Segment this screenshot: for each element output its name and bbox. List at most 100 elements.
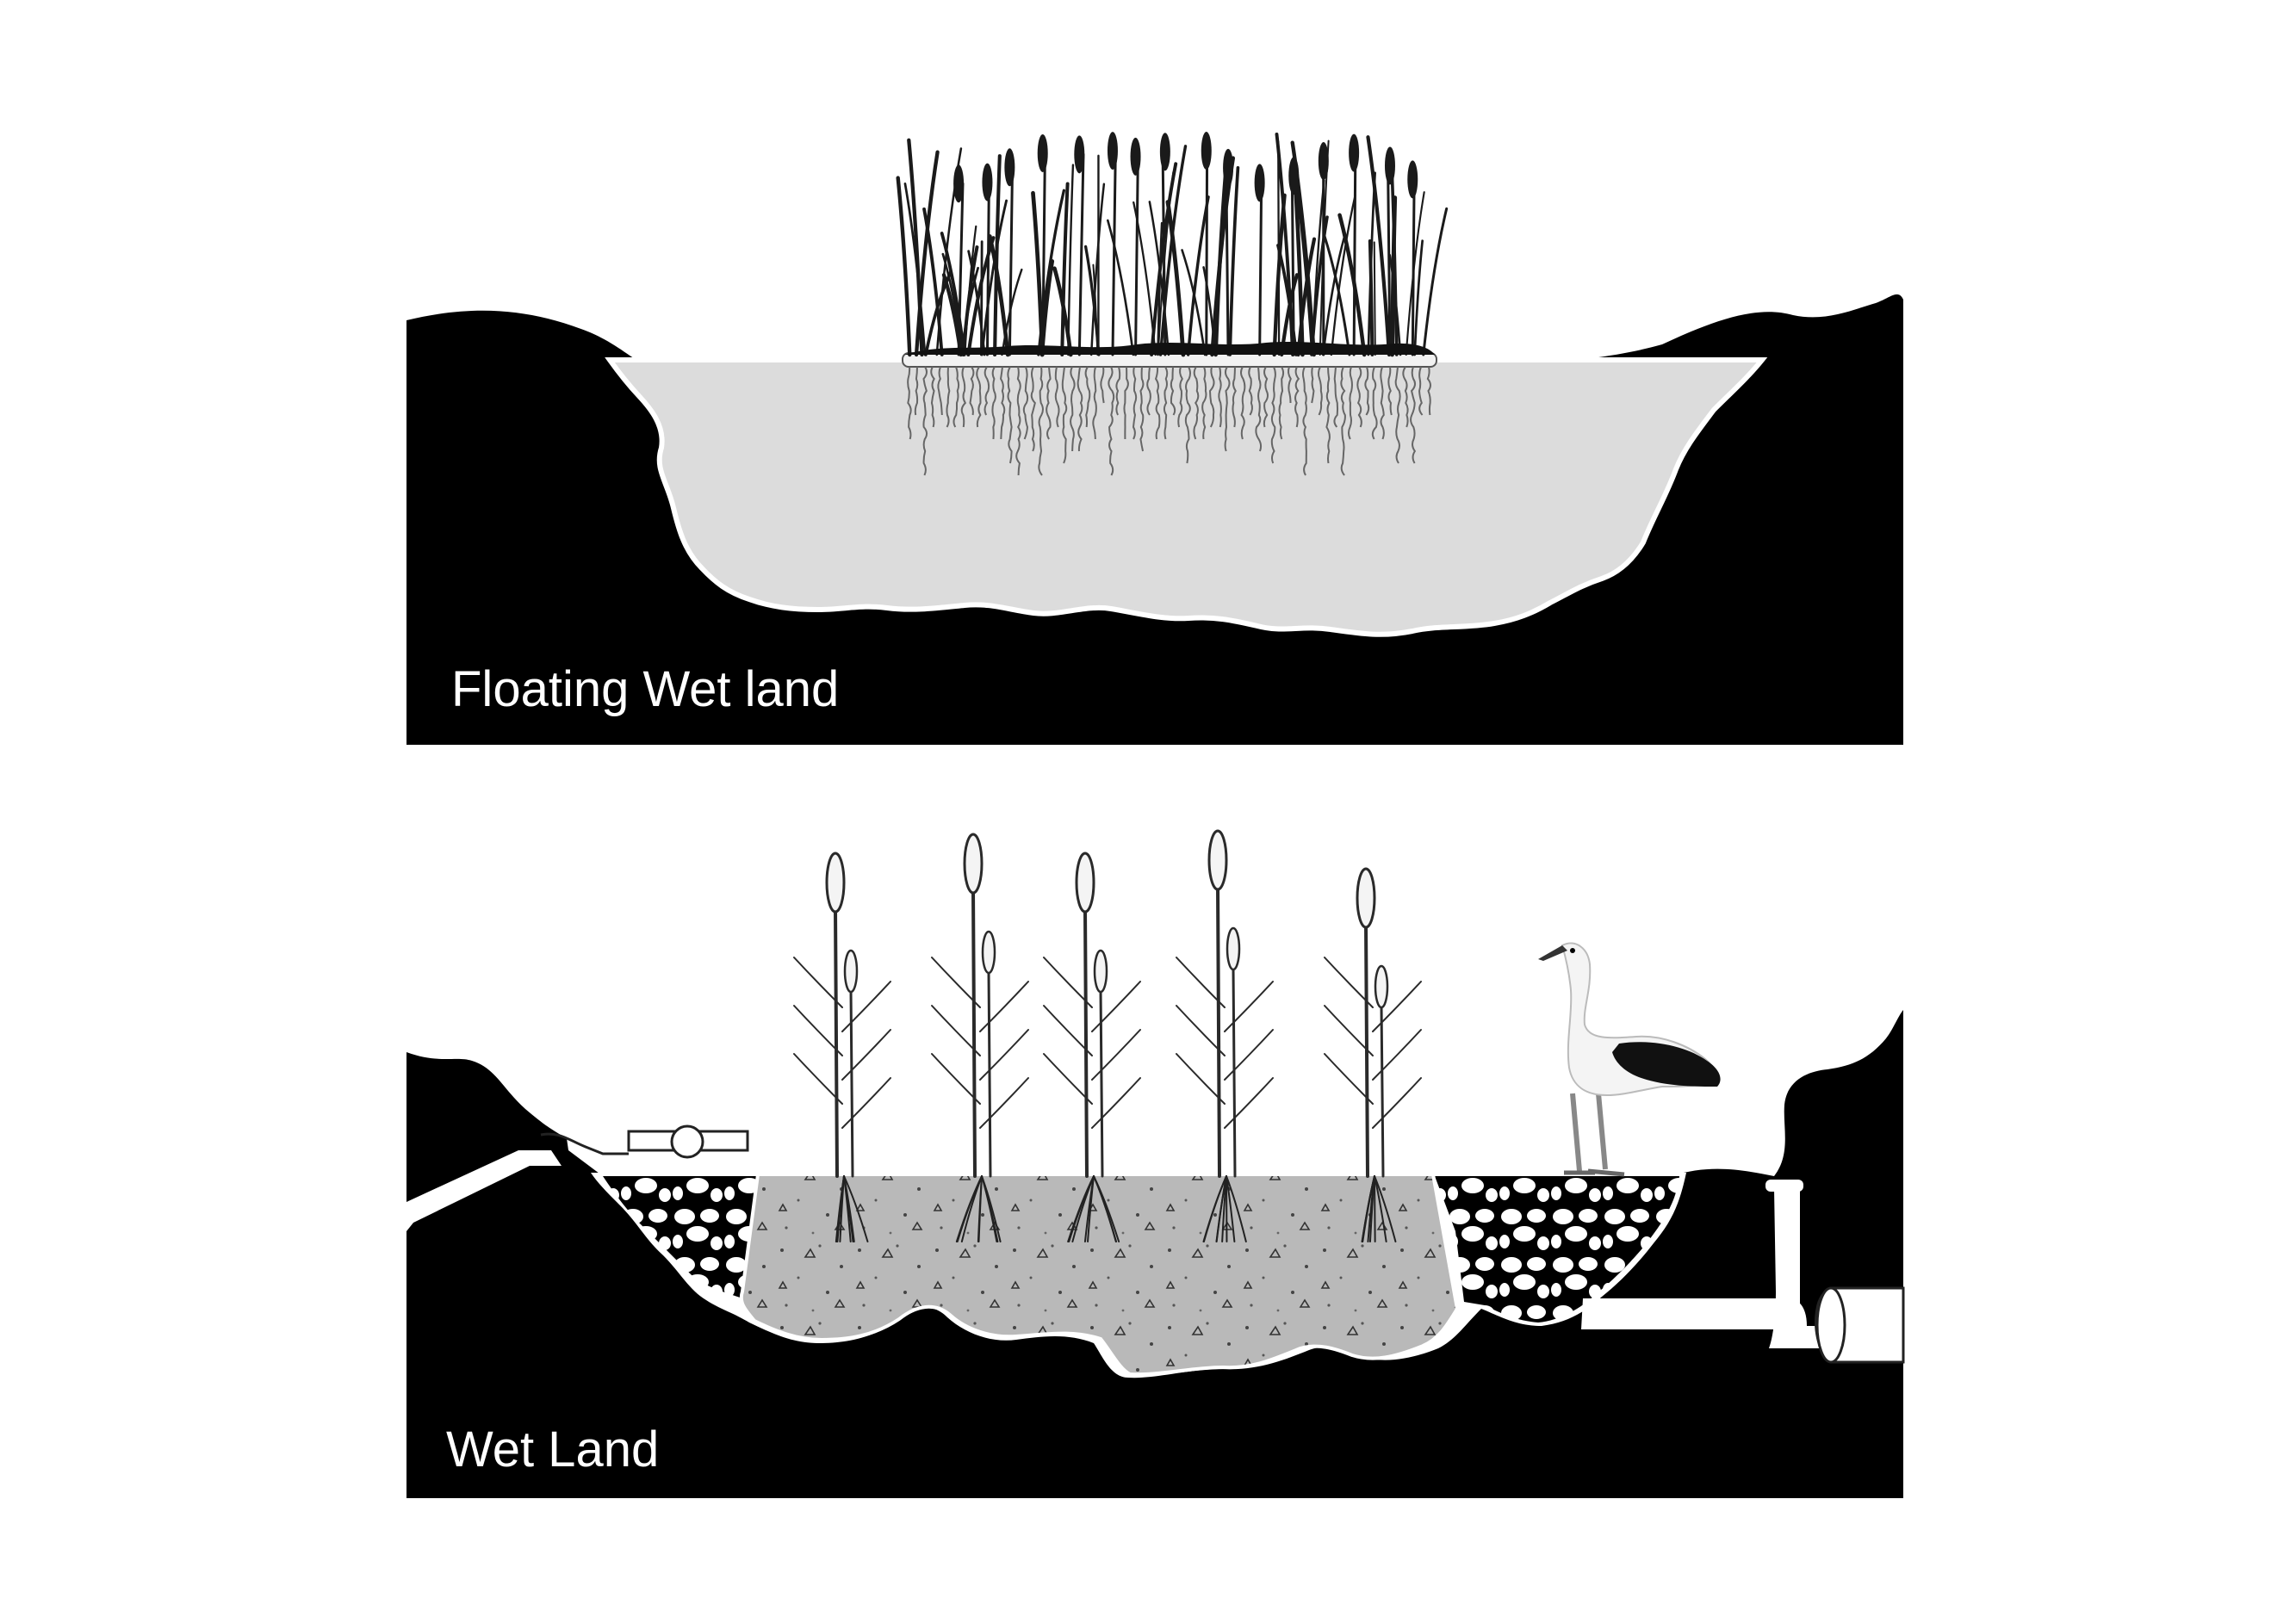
reed-root: [956, 1175, 983, 1242]
reed-leaf: [1043, 957, 1093, 1008]
reed-leaf: [931, 1005, 981, 1056]
reed-root: [977, 1175, 983, 1242]
reed-leaf: [1422, 207, 1449, 356]
root-strand: [1177, 366, 1183, 428]
reed-root: [1226, 1175, 1247, 1242]
root-strand: [1287, 366, 1292, 404]
reed-leaf: [1043, 1053, 1093, 1105]
root-strand: [1077, 366, 1083, 452]
root-strand: [1410, 366, 1417, 464]
root-strand: [1154, 366, 1161, 440]
reed-head: [1288, 157, 1300, 195]
reed-leaf: [940, 232, 966, 356]
reed-head: [1318, 142, 1329, 181]
root-strand: [1209, 366, 1215, 428]
root-strand: [1163, 366, 1169, 440]
reed-leaf: [1043, 1005, 1093, 1056]
reed-stem: [849, 988, 854, 1178]
reed-head: [982, 163, 993, 201]
root-strand: [1263, 366, 1269, 428]
reed-leaf: [1324, 1005, 1374, 1056]
reed-stem: [1083, 907, 1089, 1178]
reed-leaf: [967, 250, 986, 356]
reed-leaf: [1368, 238, 1374, 356]
reed-head: [1223, 148, 1234, 187]
reed-root: [981, 1175, 999, 1242]
inlet-pipe: [406, 1150, 562, 1231]
reed-leaf: [1324, 957, 1374, 1008]
root-strand: [1380, 366, 1385, 440]
root-strand: [1394, 366, 1401, 464]
root-strand: [1232, 366, 1237, 428]
root-strand: [1340, 366, 1346, 476]
root-strand: [914, 366, 919, 416]
reed-head: [1159, 133, 1170, 171]
root-strand: [1184, 366, 1191, 464]
root-strand: [1224, 366, 1231, 452]
root-strand: [1170, 366, 1176, 416]
root-strand: [1270, 366, 1276, 464]
reed-root: [835, 1175, 845, 1242]
root-strand: [1387, 366, 1393, 416]
reed-stem: [1411, 177, 1416, 356]
reed-leaf: [931, 957, 981, 1008]
root-strand: [1139, 366, 1145, 452]
reed-cluster: [896, 132, 1449, 357]
root-strand: [1426, 366, 1431, 416]
reed-stem: [1216, 884, 1221, 1178]
reed-stem: [1290, 174, 1295, 356]
root-strand: [1255, 366, 1263, 452]
root-strand: [1325, 366, 1331, 464]
reed-head: [843, 949, 859, 994]
reed-leaf: [1322, 236, 1346, 356]
root-strand: [907, 366, 912, 440]
reed-leaf: [793, 1005, 843, 1056]
reed-leaf: [1372, 981, 1422, 1032]
reed-stem: [1352, 152, 1357, 356]
reed-leaf: [1106, 219, 1135, 356]
reed-leaf: [903, 183, 927, 356]
reed-leaf: [1228, 165, 1240, 356]
reed-leaf: [1089, 183, 1106, 356]
root-strand: [1248, 366, 1253, 416]
root-strand: [1418, 366, 1424, 416]
reed-root: [1374, 1175, 1376, 1242]
root-strand: [1311, 366, 1315, 404]
root-strand: [1015, 366, 1021, 476]
reed-stem: [1134, 155, 1139, 356]
root-strand: [960, 366, 967, 428]
reed-leaf: [1324, 1053, 1374, 1105]
reed-leaf: [1091, 981, 1141, 1032]
gravel-fill-left: [603, 1176, 758, 1298]
reed-stem: [1111, 149, 1117, 356]
reed-stem: [1387, 164, 1392, 356]
root-strand: [1294, 366, 1300, 428]
reed-stem: [1225, 166, 1230, 356]
root-strand: [1132, 366, 1138, 440]
hanging-roots: [907, 366, 1431, 476]
root-strand: [1022, 366, 1029, 440]
reed-head: [981, 930, 996, 975]
reed-stem: [1099, 988, 1104, 1178]
reed-leaf: [841, 1029, 891, 1081]
reed-stem: [985, 181, 990, 356]
root-strand: [1317, 366, 1323, 416]
root-strand: [1301, 366, 1307, 476]
reed-leaf: [979, 1029, 1029, 1081]
reed-head: [1075, 852, 1095, 914]
reed-head: [1407, 160, 1418, 199]
reed-leaf: [841, 1077, 891, 1129]
reed-stem: [1041, 152, 1046, 356]
reed-head: [1207, 829, 1228, 891]
reed-leaf: [907, 138, 924, 357]
reed-leaf: [1067, 164, 1075, 356]
reed-head: [1254, 164, 1265, 202]
reed-leaf: [1091, 1077, 1141, 1129]
reed-root: [843, 1175, 869, 1242]
reed-leaf: [1413, 239, 1424, 356]
reed-leaf: [1060, 182, 1070, 356]
reed-leaf: [1296, 237, 1317, 357]
reed-leaf: [1224, 1077, 1274, 1129]
reed-root: [1087, 1175, 1095, 1242]
